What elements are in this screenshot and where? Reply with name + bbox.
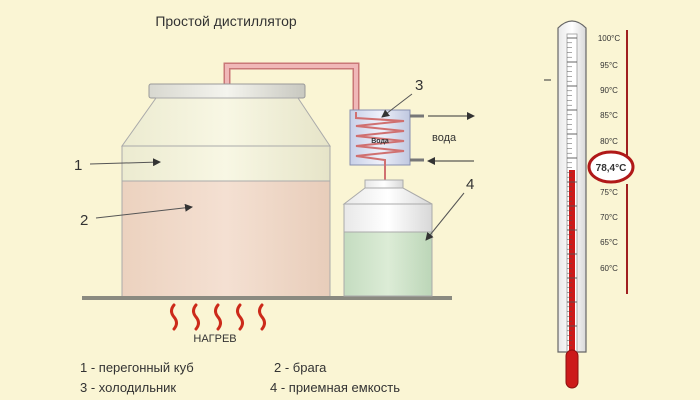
label-4: 4 (466, 176, 474, 193)
still-mash-liquid (121, 180, 331, 298)
water-label: вода (432, 132, 457, 144)
scale-tick-label: 65°C (600, 238, 618, 247)
legend-item-2: 2 - брага (274, 360, 327, 375)
heat-waves (170, 303, 266, 331)
boiling-point-highlight (587, 150, 635, 184)
pointer-2 (95, 203, 193, 219)
boiling-point-label: 78,4°C (596, 163, 627, 174)
scale-tick-label: 75°C (600, 188, 618, 197)
label-1: 1 (74, 157, 82, 174)
pointer-1 (89, 158, 161, 167)
scale-tick-label: 100°C (598, 34, 621, 43)
scale-tick-label: 90°C (600, 86, 618, 95)
water-pipes (410, 114, 424, 162)
pointer-3 (381, 93, 413, 118)
label-3: 3 (415, 77, 423, 94)
legend-item-3: 3 - холодильник (80, 380, 176, 395)
receiver-neck (364, 179, 404, 189)
legend-item-1: 1 - перегонный куб (80, 360, 194, 375)
pointer-4 (425, 192, 465, 241)
thermometer-labels: 100°C 95°C 90°C 85°C 80°C 75°C 70°C 65°C 60°C (598, 34, 621, 273)
still-lid (148, 83, 306, 99)
still-body-vapor-space (121, 145, 331, 182)
heat-wave (236, 303, 244, 331)
scale-tick-label: 85°C (600, 111, 618, 120)
legend-item-4: 4 - приемная емкость (270, 380, 400, 395)
heat-wave (214, 303, 222, 331)
thermometer-scale (567, 37, 577, 346)
heat-wave (170, 303, 178, 331)
scale-tick-label: 70°C (600, 213, 618, 222)
still-shoulder (121, 97, 331, 147)
vapor-pipe (225, 64, 358, 112)
receiver-upper (343, 203, 433, 233)
thermometer (544, 20, 587, 389)
condenser-coil (355, 112, 405, 180)
scale-tick-label: 60°C (600, 264, 618, 273)
label-2: 2 (80, 212, 88, 229)
receiver-liquid (343, 231, 433, 297)
mercury-column (569, 170, 575, 360)
heat-wave (258, 303, 266, 331)
receiver-shoulder (342, 187, 433, 205)
heat-wave (192, 303, 200, 331)
heat-label: НАГРЕВ (193, 333, 236, 345)
condenser-label: Вода (371, 138, 389, 145)
mercury-bulb (565, 349, 579, 389)
scale-tick-label: 95°C (600, 61, 618, 70)
diagram-title: Простой дистиллятор (155, 13, 297, 29)
scale-tick-label: 80°C (600, 137, 618, 146)
floor-surface (82, 296, 452, 300)
